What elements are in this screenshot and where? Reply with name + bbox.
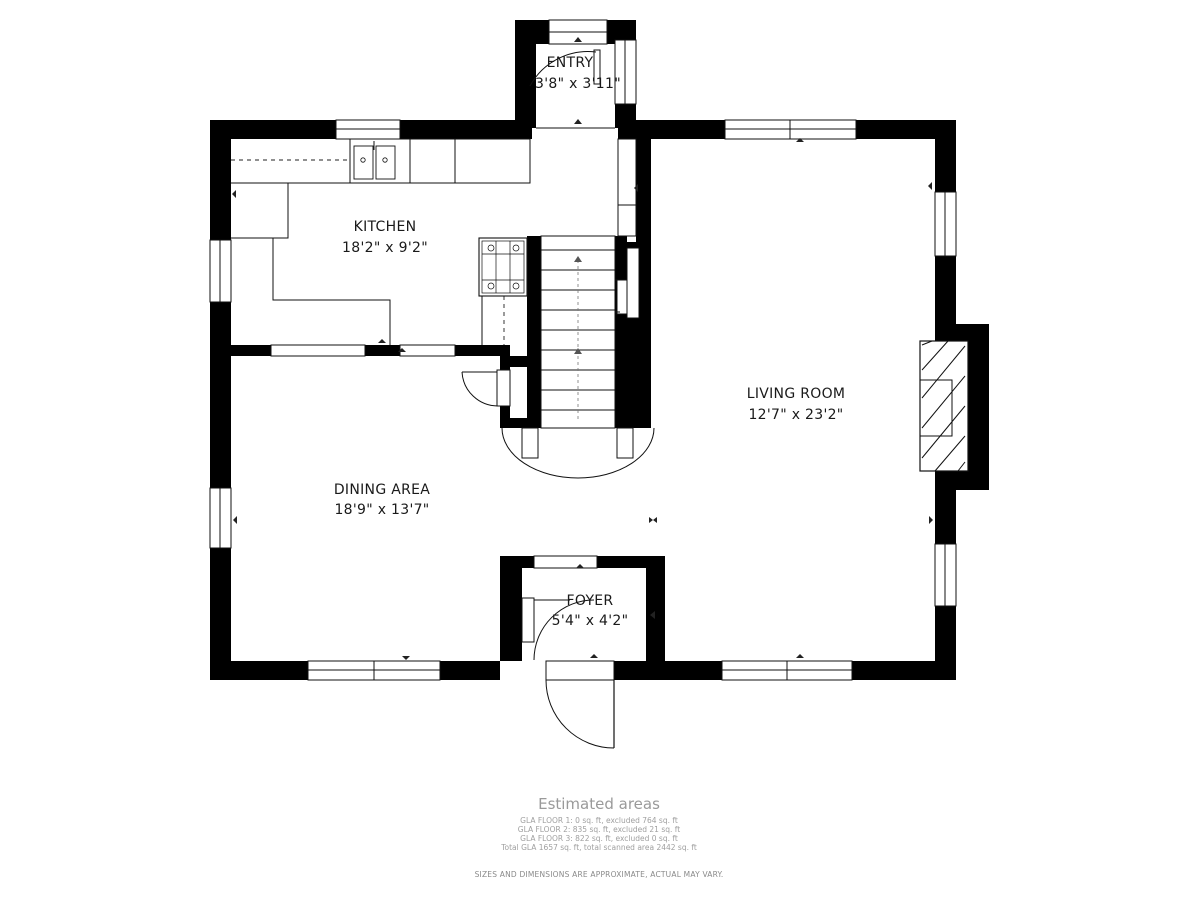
footer-title: Estimated areas bbox=[538, 795, 660, 813]
entry-dims: 3'8" x 3'11" bbox=[535, 76, 621, 92]
kitchen-cabinets bbox=[231, 138, 638, 345]
exterior-walls bbox=[210, 20, 989, 680]
doors bbox=[461, 49, 655, 749]
room-labels: ENTRY 3'8" x 3'11" KITCHEN 18'2" x 9'2" … bbox=[334, 55, 845, 629]
windows bbox=[209, 19, 957, 681]
footer-line: GLA FLOOR 2: 835 sq. ft, excluded 21 sq.… bbox=[518, 825, 680, 834]
footer-disclaimer: SIZES AND DIMENSIONS ARE APPROXIMATE, AC… bbox=[475, 870, 724, 879]
stove bbox=[478, 237, 528, 297]
dining-area-name: DINING AREA bbox=[334, 482, 430, 498]
staircase bbox=[540, 235, 616, 429]
marker-arrows bbox=[233, 37, 933, 660]
foyer-name: FOYER bbox=[567, 593, 614, 609]
kitchen-dims: 18'2" x 9'2" bbox=[342, 240, 428, 256]
living-room-name: LIVING ROOM bbox=[747, 386, 846, 402]
estimated-areas-footer: Estimated areas GLA FLOOR 1: 0 sq. ft, e… bbox=[475, 795, 724, 879]
kitchen-name: KITCHEN bbox=[354, 219, 417, 235]
fireplace bbox=[919, 340, 969, 472]
entry-name: ENTRY bbox=[547, 55, 594, 71]
footer-line: GLA FLOOR 3: 822 sq. ft, excluded 0 sq. … bbox=[520, 834, 678, 843]
footer-line: Total GLA 1657 sq. ft, total scanned are… bbox=[500, 843, 697, 852]
footer-line: GLA FLOOR 1: 0 sq. ft, excluded 764 sq. … bbox=[520, 816, 678, 825]
dining-area-dims: 18'9" x 13'7" bbox=[334, 502, 429, 518]
kitchen-sink bbox=[349, 138, 411, 184]
foyer-dims: 5'4" x 4'2" bbox=[552, 613, 629, 629]
living-room-dims: 12'7" x 23'2" bbox=[748, 407, 843, 423]
